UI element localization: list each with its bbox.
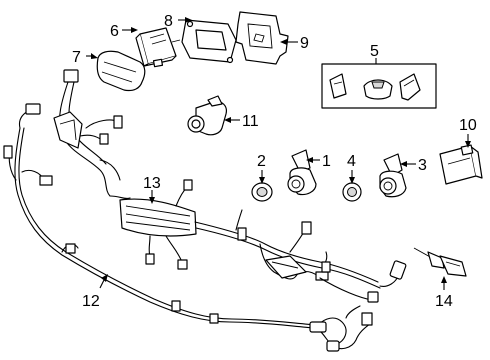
callout-4: 4: [347, 153, 356, 170]
callout-10: 10: [459, 117, 477, 134]
callout-1: 1: [322, 153, 331, 170]
part-11-camera: [187, 95, 227, 136]
part-7-sensor-module: [96, 50, 146, 92]
side-harness: [53, 69, 123, 197]
bumper-harness: [3, 103, 373, 352]
part-1-sensor: [287, 149, 317, 196]
part-5-kit: [321, 63, 437, 109]
part-8-bracket: [171, 19, 245, 64]
part-3-sensor: [379, 153, 407, 198]
part-2-bezel: [251, 182, 273, 202]
callout-11: 11: [242, 113, 259, 130]
callout-5: 5: [370, 43, 379, 60]
leader-lines: [86, 17, 471, 290]
callout-6: 6: [110, 23, 119, 40]
callout-14: 14: [435, 293, 453, 310]
callout-7: 7: [72, 49, 81, 66]
callout-3: 3: [418, 157, 427, 174]
callout-13: 13: [143, 175, 161, 192]
center-harness: [109, 179, 407, 303]
callout-9: 9: [300, 35, 309, 52]
callout-2: 2: [257, 153, 266, 170]
part-14-temp-sensor: [413, 247, 467, 277]
callout-numbers: 6 8 9 7 5 11 2 1 4 3 10 13 12 14: [72, 13, 477, 310]
callout-8: 8: [164, 13, 173, 30]
part-6-module: [135, 27, 177, 68]
part-9-plate: [235, 11, 289, 65]
callout-12: 12: [82, 293, 100, 310]
part-4-bezel: [342, 182, 362, 202]
part-10-radar: [439, 144, 483, 185]
